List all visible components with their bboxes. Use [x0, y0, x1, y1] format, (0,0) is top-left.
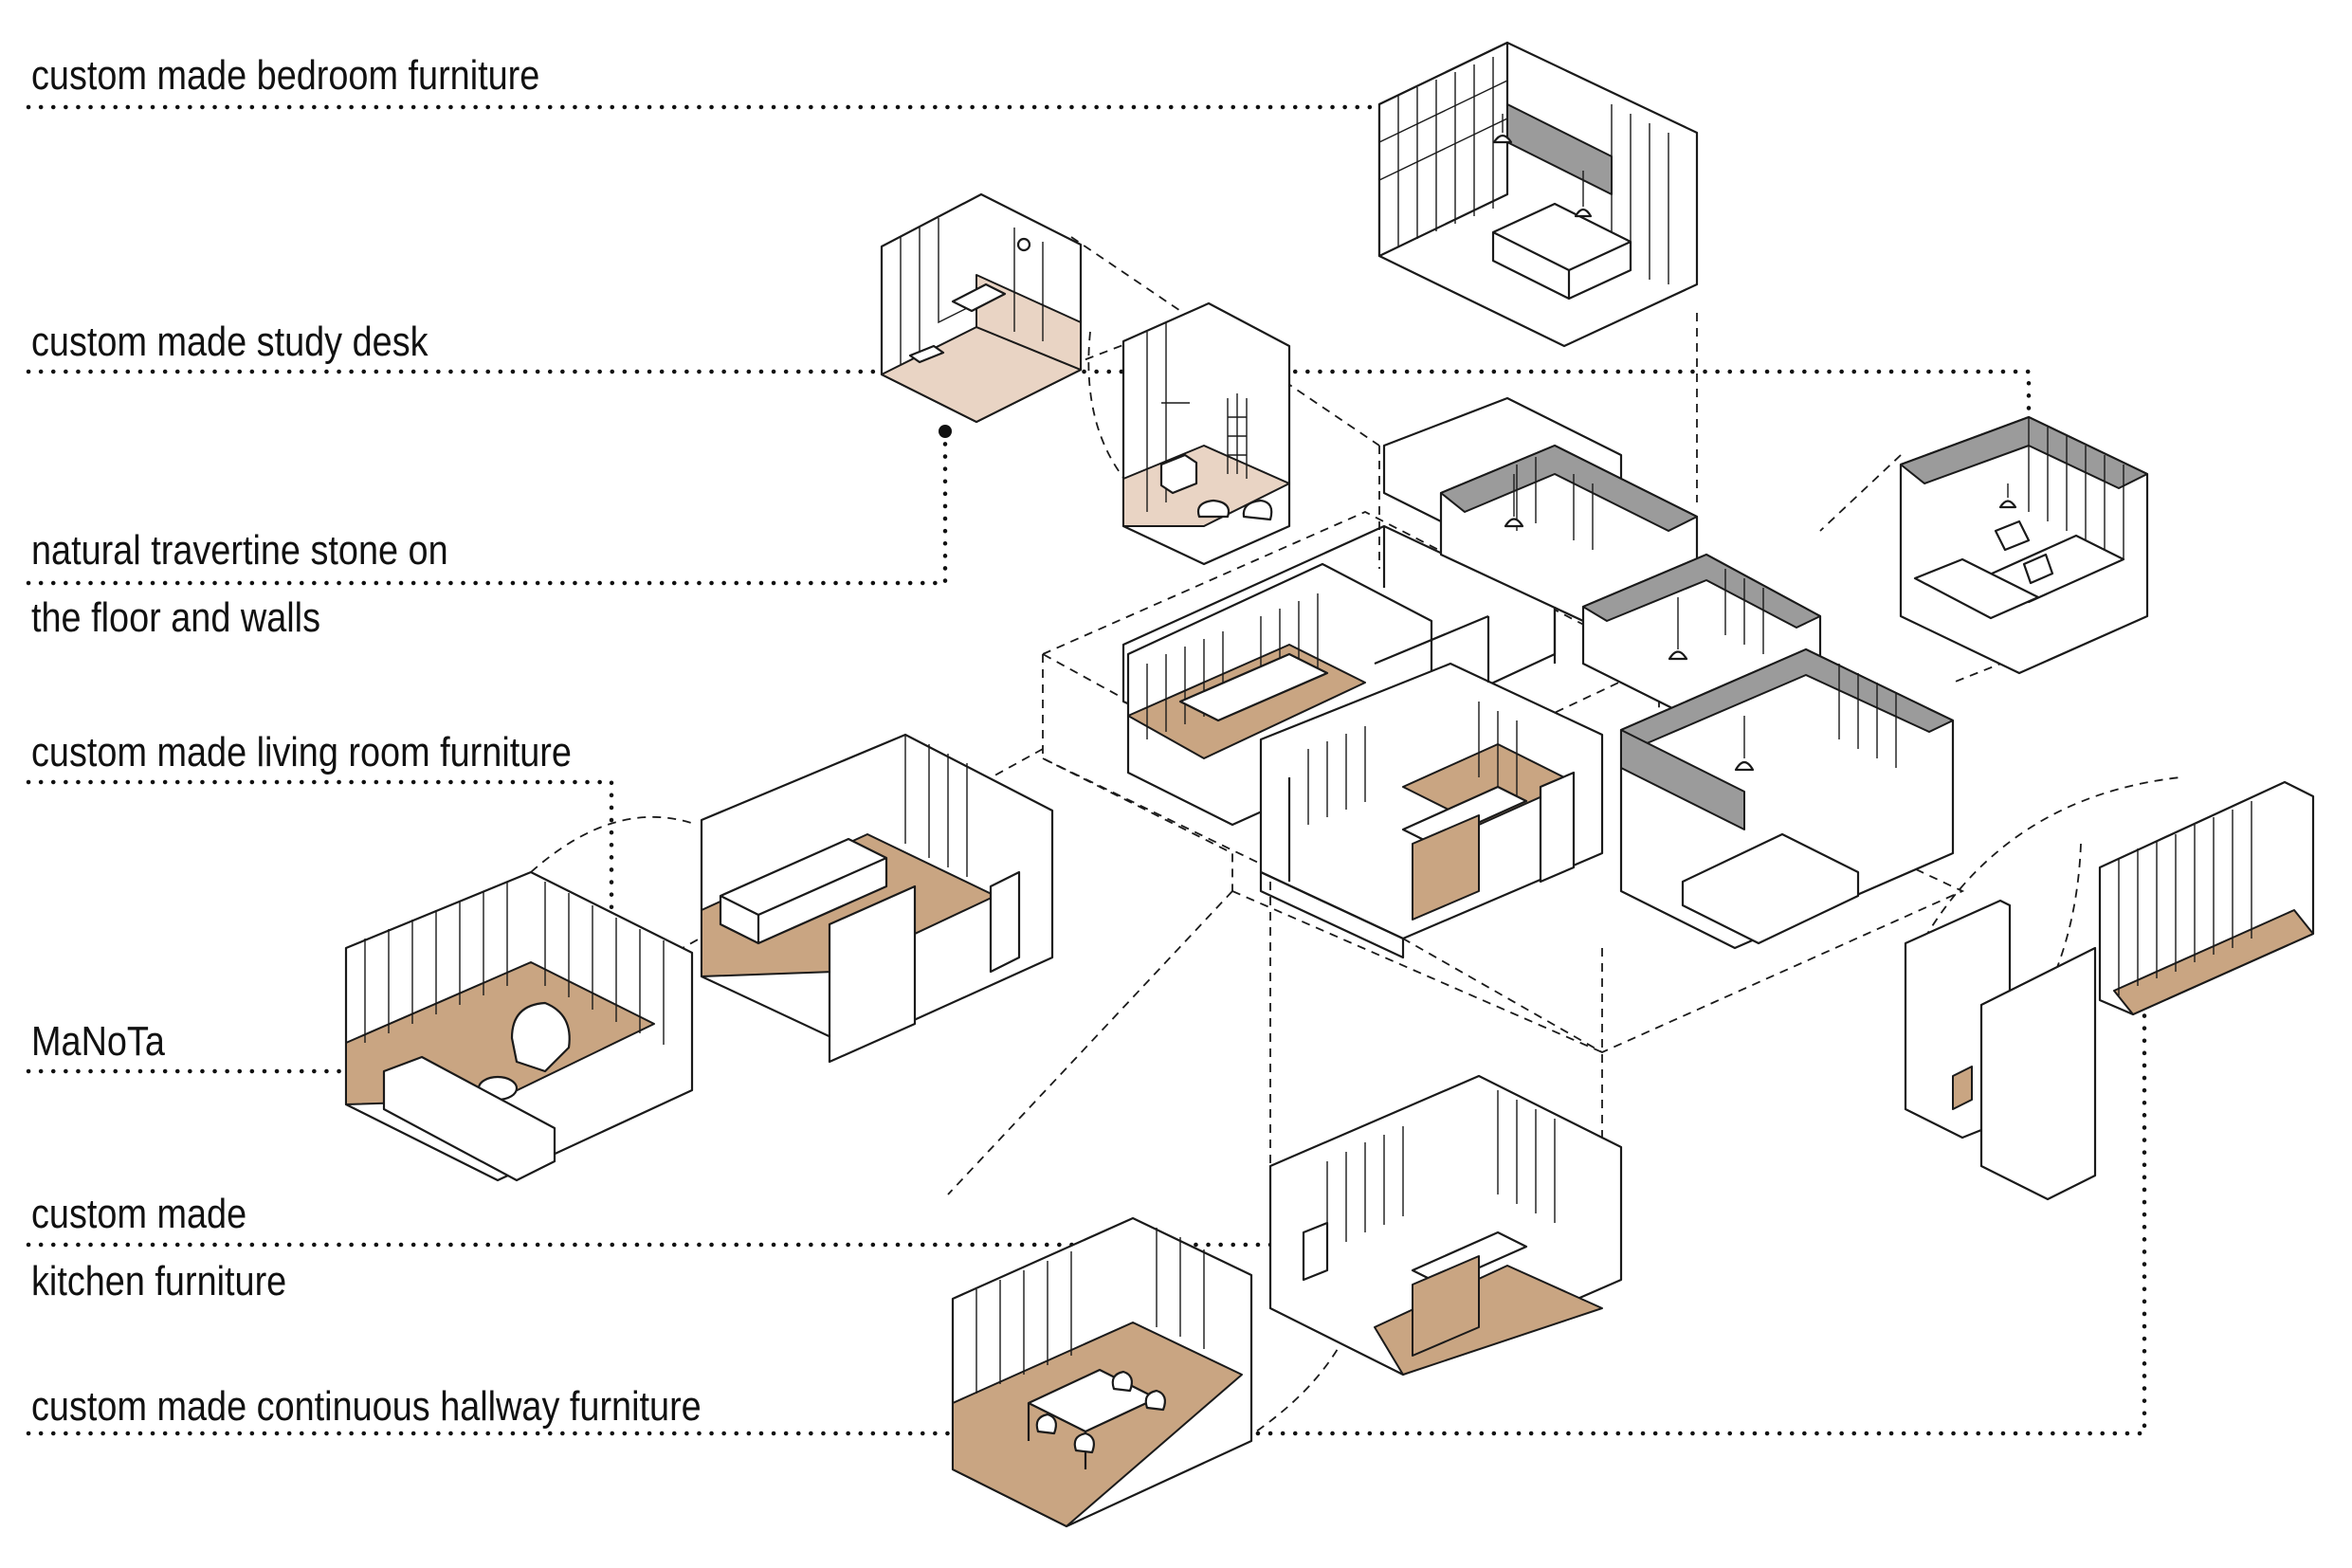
dining-detail	[951, 1216, 1253, 1528]
label-kitchen-furniture: custom made kitchen furniture	[31, 1191, 287, 1304]
label-manota: MaNoTa	[31, 1018, 165, 1065]
study-detail	[1899, 415, 2149, 675]
label-bedroom-furniture: custom made bedroom furniture	[31, 52, 540, 99]
kitchen-detail	[1268, 1074, 1623, 1377]
bathroom-detail	[880, 192, 1083, 424]
label-study-desk: custom made study desk	[31, 319, 428, 365]
pendant-lamps	[1504, 474, 1755, 772]
central-apartment-plan	[1040, 396, 1965, 1054]
shower-room-detail	[1121, 301, 1291, 566]
hallway-detail	[1904, 780, 2315, 1201]
label-travertine: natural travertine stone on the floor an…	[31, 527, 448, 641]
living-room-detail-a	[700, 733, 1054, 1064]
label-hallway-furniture: custom made continuous hallway furniture	[31, 1383, 702, 1430]
bedroom-detail	[1377, 41, 1699, 348]
label-living-room-furniture: custom made living room furniture	[31, 729, 572, 775]
living-room-detail-b	[344, 870, 694, 1182]
